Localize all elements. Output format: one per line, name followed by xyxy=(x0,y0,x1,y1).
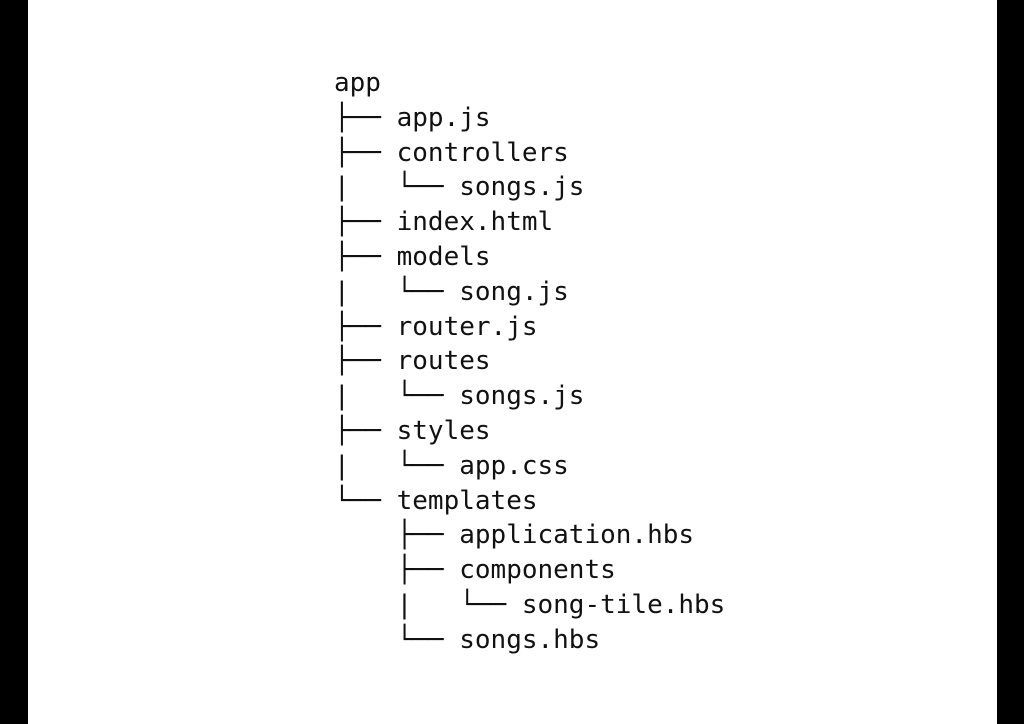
slide-canvas: app ├── app.js ├── controllers | └── son… xyxy=(28,0,997,724)
tree-node-label: models xyxy=(396,241,491,272)
tree-node-file: ├── index.html xyxy=(334,205,725,240)
tree-node-label: app.css xyxy=(459,450,569,481)
tree-branch-glyph: └── xyxy=(334,485,397,516)
tree-node-label: app.js xyxy=(396,102,491,133)
tree-node-folder: ├── styles xyxy=(334,414,725,449)
tree-branch-glyph: | └── xyxy=(334,172,460,203)
tree-branch-glyph: | └── xyxy=(334,589,522,620)
tree-branch-glyph: | └── xyxy=(334,381,460,412)
tree-branch-glyph: ├── xyxy=(334,520,460,551)
tree-branch-glyph: | └── xyxy=(334,276,460,307)
tree-node-label: songs.hbs xyxy=(459,624,601,655)
tree-node-label: templates xyxy=(396,485,538,516)
tree-branch-glyph: ├── xyxy=(334,241,397,272)
tree-node-label: application.hbs xyxy=(459,520,695,551)
tree-branch-glyph: ├── xyxy=(334,346,397,377)
tree-node-label: router.js xyxy=(396,311,538,342)
tree-branch-glyph: ├── xyxy=(334,555,460,586)
tree-branch-glyph: ├── xyxy=(334,311,397,342)
tree-node-folder: └── templates xyxy=(334,484,725,519)
tree-node-label: songs.js xyxy=(459,381,585,412)
tree-node-label: components xyxy=(459,555,616,586)
tree-branch-glyph: ├── xyxy=(334,137,397,168)
tree-node-file: ├── application.hbs xyxy=(334,518,725,553)
tree-branch-glyph: | └── xyxy=(334,450,460,481)
tree-node-label: controllers xyxy=(396,137,569,168)
tree-node-label: styles xyxy=(396,415,491,446)
tree-node-label: song.js xyxy=(459,276,569,307)
tree-node-label: app xyxy=(334,68,381,98)
tree-branch-glyph: ├── xyxy=(334,102,397,133)
tree-node-label: songs.js xyxy=(459,172,585,203)
tree-node-label: song-tile.hbs xyxy=(521,589,726,620)
tree-node-folder: ├── routes xyxy=(334,344,725,379)
tree-node-folder: ├── models xyxy=(334,240,725,275)
tree-node-file: | └── songs.js xyxy=(334,170,725,205)
directory-tree: app ├── app.js ├── controllers | └── son… xyxy=(334,66,725,658)
tree-node-folder: ├── components xyxy=(334,553,725,588)
tree-node-root: app xyxy=(334,66,725,101)
tree-node-file: | └── app.css xyxy=(334,449,725,484)
tree-node-folder: ├── controllers xyxy=(334,136,725,171)
tree-branch-glyph: ├── xyxy=(334,207,397,238)
tree-branch-glyph: └── xyxy=(334,624,460,655)
tree-node-file: ├── router.js xyxy=(334,310,725,345)
tree-node-file: ├── app.js xyxy=(334,101,725,136)
tree-node-file: └── songs.hbs xyxy=(334,623,725,658)
tree-branch-glyph: ├── xyxy=(334,415,397,446)
tree-node-file: | └── songs.js xyxy=(334,379,725,414)
tree-node-label: routes xyxy=(396,346,491,377)
tree-node-file: | └── song-tile.hbs xyxy=(334,588,726,623)
tree-node-file: | └── song.js xyxy=(334,275,725,310)
tree-node-label: index.html xyxy=(396,207,554,238)
